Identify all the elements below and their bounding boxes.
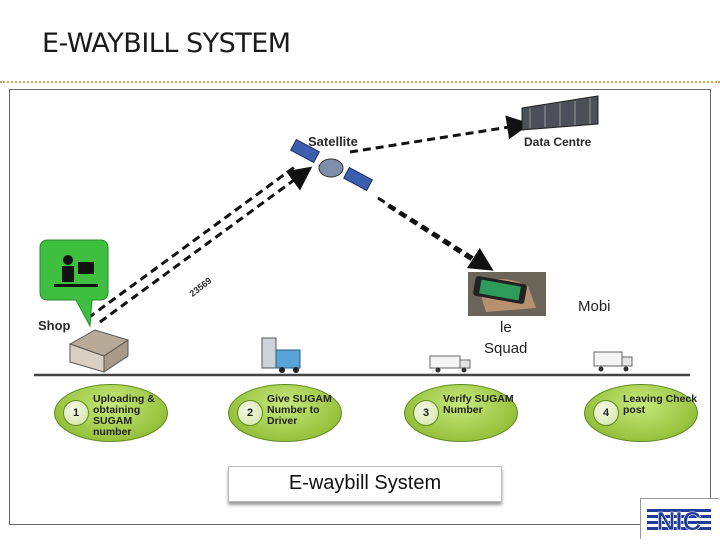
- nic-logo-text: NIC: [657, 506, 702, 536]
- title-divider: [0, 81, 720, 83]
- step-2-number: 2: [237, 400, 263, 426]
- step-4-number: 4: [593, 400, 619, 426]
- slide-title: E-WAYBILL SYSTEM: [42, 28, 291, 59]
- mobile-squad-label-part1: Mobi: [578, 298, 611, 315]
- step-3-text: Verify SUGAM Number: [443, 393, 514, 416]
- data-centre-label: Data Centre: [524, 135, 592, 149]
- shop-label: Shop: [38, 318, 71, 333]
- step-1-upload: 1 Uploading & obtaining SUGAM number: [54, 384, 168, 442]
- step-2-text: Give SUGAM Number to Driver: [267, 393, 332, 427]
- step-4-leaving: 4 Leaving Check post: [584, 384, 698, 442]
- step-2-give-number: 2 Give SUGAM Number to Driver: [228, 384, 342, 442]
- nic-logo-mark: NIC: [647, 506, 711, 536]
- mobile-squad-label-part3: Squad: [484, 340, 528, 357]
- diagram-caption: E-waybill System: [228, 466, 502, 502]
- mobile-squad-label-part2: le: [500, 319, 512, 336]
- step-3-verify: 3 Verify SUGAM Number: [404, 384, 518, 442]
- step-4-text: Leaving Check post: [623, 393, 698, 416]
- step-1-text: Uploading & obtaining SUGAM number: [93, 393, 155, 438]
- step-3-number: 3: [413, 400, 439, 426]
- satellite-label: Satellite: [308, 134, 358, 149]
- step-1-number: 1: [63, 400, 89, 426]
- nic-logo: NIC: [640, 498, 719, 539]
